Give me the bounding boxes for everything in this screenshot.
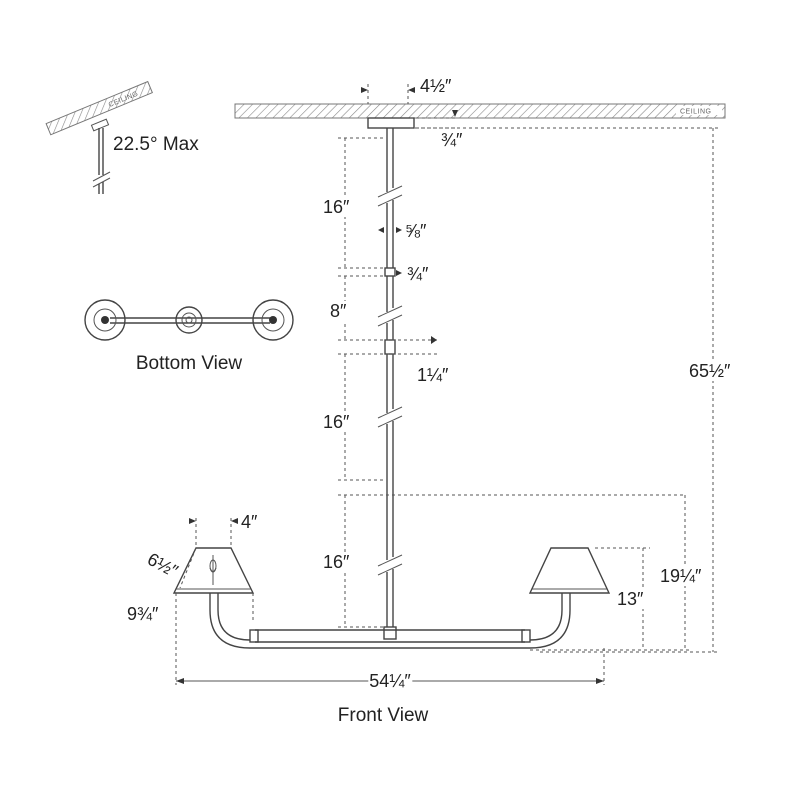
shade-right <box>528 547 611 594</box>
dim-overall-width: 54¼″ <box>369 671 411 691</box>
dim-shade-top: 4″ <box>241 512 258 532</box>
dimension-labels: 4½″ ¾″ 16″ ⅝″ ¾″ 8″ 1¼″ 16″ 16″ 65½″ 4″ … <box>126 76 733 691</box>
ceiling: CEILING <box>234 103 726 119</box>
dim-stem-1: 16″ <box>323 197 350 217</box>
stem <box>377 128 403 640</box>
dim-stem-2: 8″ <box>330 301 347 321</box>
dimension-guides <box>175 84 720 685</box>
dim-overall-height: 65½″ <box>689 361 731 381</box>
dim-coupler-2: 1¼″ <box>417 365 449 385</box>
dim-stem-4: 16″ <box>323 552 350 572</box>
dim-stem-3: 16″ <box>323 412 350 432</box>
slope-inset: CEILING 22.5° Max <box>45 80 199 194</box>
front-view-caption: Front View <box>338 705 429 726</box>
front-view-fixture <box>172 117 611 649</box>
center-hub <box>383 626 397 640</box>
dim-shade-bottom: 9¾″ <box>127 604 159 624</box>
dim-fixture-height: 19¼″ <box>660 566 702 586</box>
ceiling-label: CEILING <box>680 109 712 116</box>
coupler-1 <box>384 267 396 277</box>
coupler-2 <box>384 339 396 355</box>
fixture-body <box>209 593 571 649</box>
bottom-view-caption: Bottom View <box>136 353 243 374</box>
canopy <box>367 117 415 129</box>
dim-stem-diameter: ⅝″ <box>405 221 427 241</box>
inset-break <box>92 171 111 182</box>
dim-arm-height: 13″ <box>617 589 644 609</box>
bottom-view: Bottom View <box>84 299 294 374</box>
bottom-canopy-center <box>175 306 203 334</box>
dim-coupler-1: ¾″ <box>407 264 429 284</box>
ceiling-hatch <box>234 103 726 119</box>
shade-left <box>172 547 255 594</box>
bottom-shade-right <box>252 299 294 341</box>
sloped-ceiling-hatch <box>45 80 153 136</box>
slope-max-label: 22.5° Max <box>113 134 199 155</box>
dim-canopy-width: 4½″ <box>420 76 452 96</box>
dim-canopy-height: ¾″ <box>441 130 463 150</box>
bottom-shade-left <box>84 299 126 341</box>
inset-canopy <box>90 118 110 132</box>
